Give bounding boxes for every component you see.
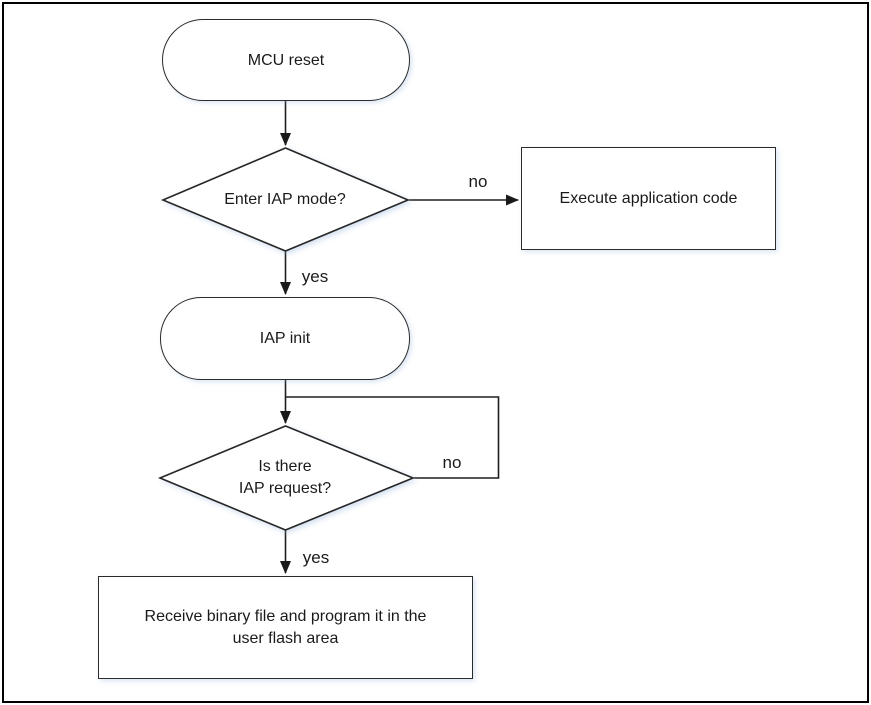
node-is-there-iap-request-line1: Is there: [258, 458, 312, 475]
node-receive-binary-line1: Receive binary file and program it in th…: [144, 607, 427, 625]
node-is-there-iap-request-label: Is there IAP request?: [185, 454, 385, 502]
node-mcu-reset-label: MCU reset: [247, 51, 325, 69]
node-iap-init: IAP init: [160, 297, 410, 380]
node-is-there-iap-request-line2: IAP request?: [238, 480, 332, 497]
node-receive-binary-line2: user flash area: [232, 629, 339, 647]
node-mcu-reset: MCU reset: [162, 19, 410, 101]
decision-enter-iap-mode-shape: [160, 147, 411, 252]
edge-label-enter-iap-no: no: [468, 172, 488, 191]
edge-request-no-loop: [285, 396, 500, 479]
node-receive-binary: Receive binary file and program it in th…: [98, 576, 473, 679]
node-execute-application-code-label: Execute application code: [559, 190, 738, 207]
edge-label-iap-request-no: no: [442, 453, 462, 472]
edge-label-enter-iap-yes: yes: [301, 267, 329, 286]
decision-is-there-iap-request-shape: [157, 425, 416, 531]
edge-label-iap-request-yes: yes: [302, 548, 330, 567]
node-iap-init-label: IAP init: [259, 330, 311, 347]
node-execute-application-code: Execute application code: [521, 147, 776, 250]
node-enter-iap-mode-label: Enter IAP mode?: [224, 191, 346, 208]
